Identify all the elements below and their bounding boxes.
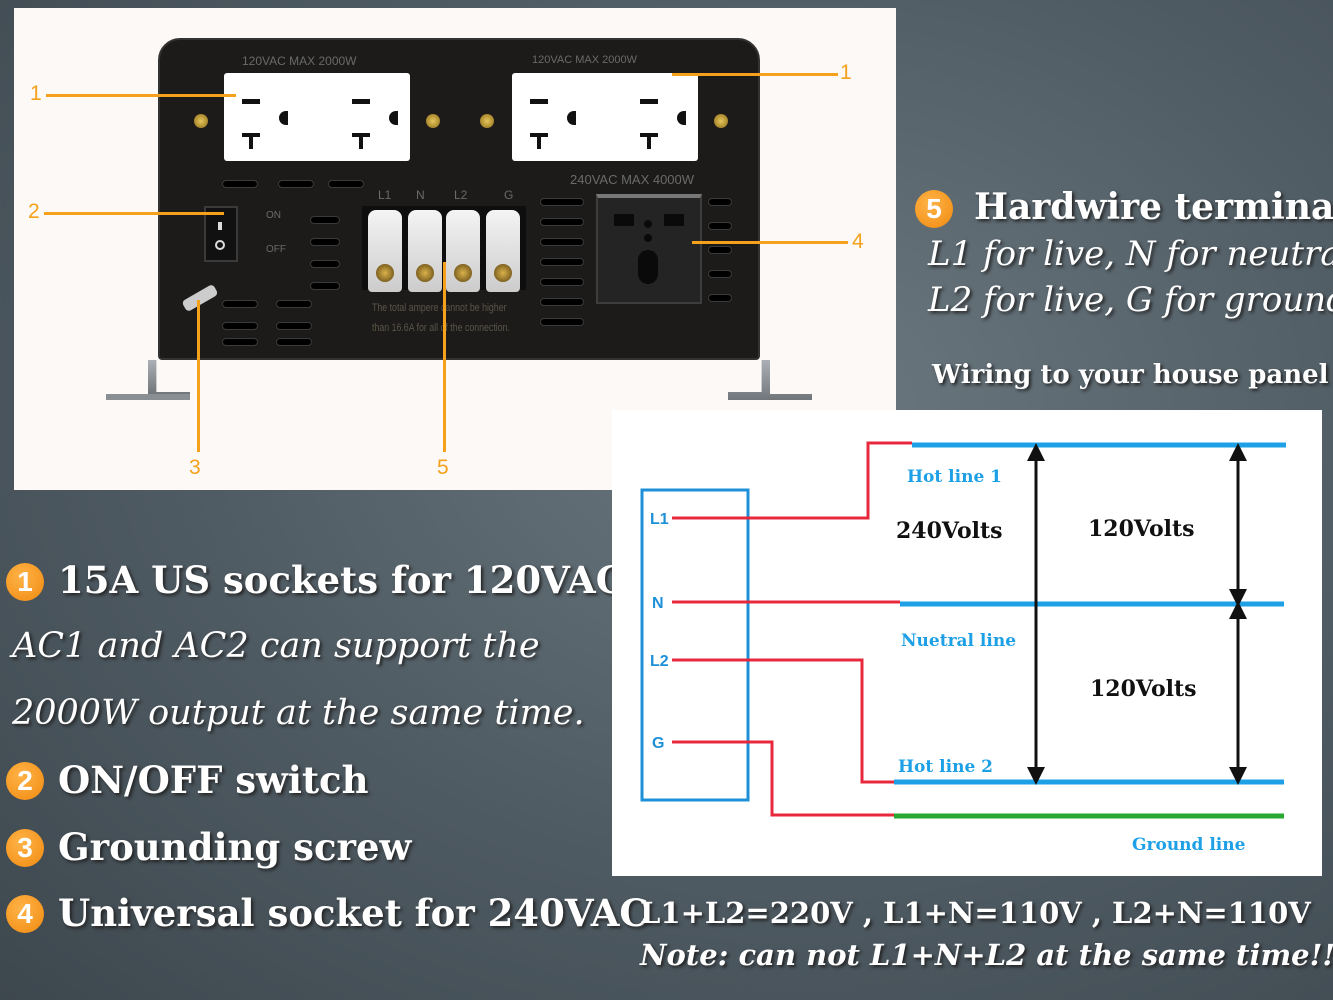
terminal-box <box>640 488 750 802</box>
terminal-note-line2: than 16.6A for all of the connection. <box>372 322 510 334</box>
universal-rating: 240VAC MAX 4000W <box>570 172 695 187</box>
us-socket-ac1[interactable] <box>224 73 410 161</box>
callout-4: 4 <box>852 230 864 253</box>
terminal-label-g: G <box>504 188 514 202</box>
feature-5-desc-2: L2 for live, G for ground <box>928 280 1333 320</box>
grounding-screw[interactable] <box>181 283 219 313</box>
term-l1: L1 <box>650 511 669 528</box>
callout-5: 5 <box>437 456 449 479</box>
switch-off-label: OFF <box>266 244 286 255</box>
badge-1: 1 <box>6 563 44 601</box>
neutral-line-label: Nuetral line <box>901 631 1016 651</box>
callout-2: 2 <box>28 200 40 223</box>
screw-icon <box>480 114 494 128</box>
ground-line-label: Ground line <box>1132 835 1246 855</box>
feature-2-title: ON/OFF switch <box>58 758 369 802</box>
warning-note: Note: can not L1+N+L2 at the same time!!… <box>640 938 1333 972</box>
feature-1-desc-2: 2000W output at the same time. <box>12 693 585 733</box>
wire-l1 <box>672 441 912 520</box>
feature-5-desc-1: L1 for live, N for neutral, <box>928 234 1333 274</box>
feature-5-title: Hardwire terminal <box>974 186 1333 228</box>
terminal-note-line1: The total ampere cannot be higher <box>372 302 507 314</box>
feature-1-desc-1: AC1 and AC2 can support the <box>12 626 540 666</box>
switch-on-label: ON <box>266 210 281 221</box>
screw-icon <box>194 114 208 128</box>
label-120v-top: 120Volts <box>1088 516 1195 542</box>
badge-5: 5 <box>915 190 953 228</box>
feature-1-title: 15A US sockets for 120VAC <box>58 558 626 602</box>
hot-line-2-label: Hot line 2 <box>898 757 993 777</box>
screw-icon <box>714 114 728 128</box>
feature-3-title: Grounding screw <box>58 825 412 869</box>
callout-1-right: 1 <box>840 61 852 84</box>
term-l2: L2 <box>650 653 669 670</box>
wiring-diagram: L1 N L2 G Hot line 1 Nuetral line Hot li… <box>640 441 1286 855</box>
hardwire-terminal-block[interactable] <box>362 206 526 292</box>
wire-l2 <box>672 658 894 784</box>
term-g: G <box>652 735 664 752</box>
label-240v: 240Volts <box>896 518 1003 544</box>
callout-1-left: 1 <box>30 82 42 105</box>
wire-g <box>672 740 894 817</box>
inverter-front-panel: 120VAC MAX 2000W 120VAC MAX 2000W ON OFF… <box>158 38 760 360</box>
terminal-label-l1: L1 <box>378 188 392 202</box>
voltage-formula: L1+L2=220V , L1+N=110V , L2+N=110V <box>640 896 1311 930</box>
label-120v-bottom: 120Volts <box>1090 676 1197 702</box>
wiring-title: Wiring to your house panel <box>932 360 1329 390</box>
badge-3: 3 <box>6 829 44 867</box>
terminal-label-n: N <box>416 188 425 202</box>
badge-4: 4 <box>6 895 44 933</box>
hot-line-1-label: Hot line 1 <box>907 467 1002 487</box>
term-n: N <box>652 595 664 612</box>
wiring-diagram-panel: L1 N L2 G Hot line 1 Nuetral line Hot li… <box>612 410 1322 876</box>
ac2-rating: 120VAC MAX 2000W <box>532 54 637 66</box>
ac1-rating: 120VAC MAX 2000W <box>242 54 357 68</box>
feature-4-title: Universal socket for 240VAC <box>58 891 649 935</box>
badge-2: 2 <box>6 762 44 800</box>
callout-3: 3 <box>189 456 201 479</box>
universal-socket[interactable] <box>596 194 702 304</box>
terminal-label-l2: L2 <box>454 188 468 202</box>
on-off-switch[interactable] <box>204 206 238 262</box>
screw-icon <box>426 114 440 128</box>
us-socket-ac2[interactable] <box>512 73 698 161</box>
